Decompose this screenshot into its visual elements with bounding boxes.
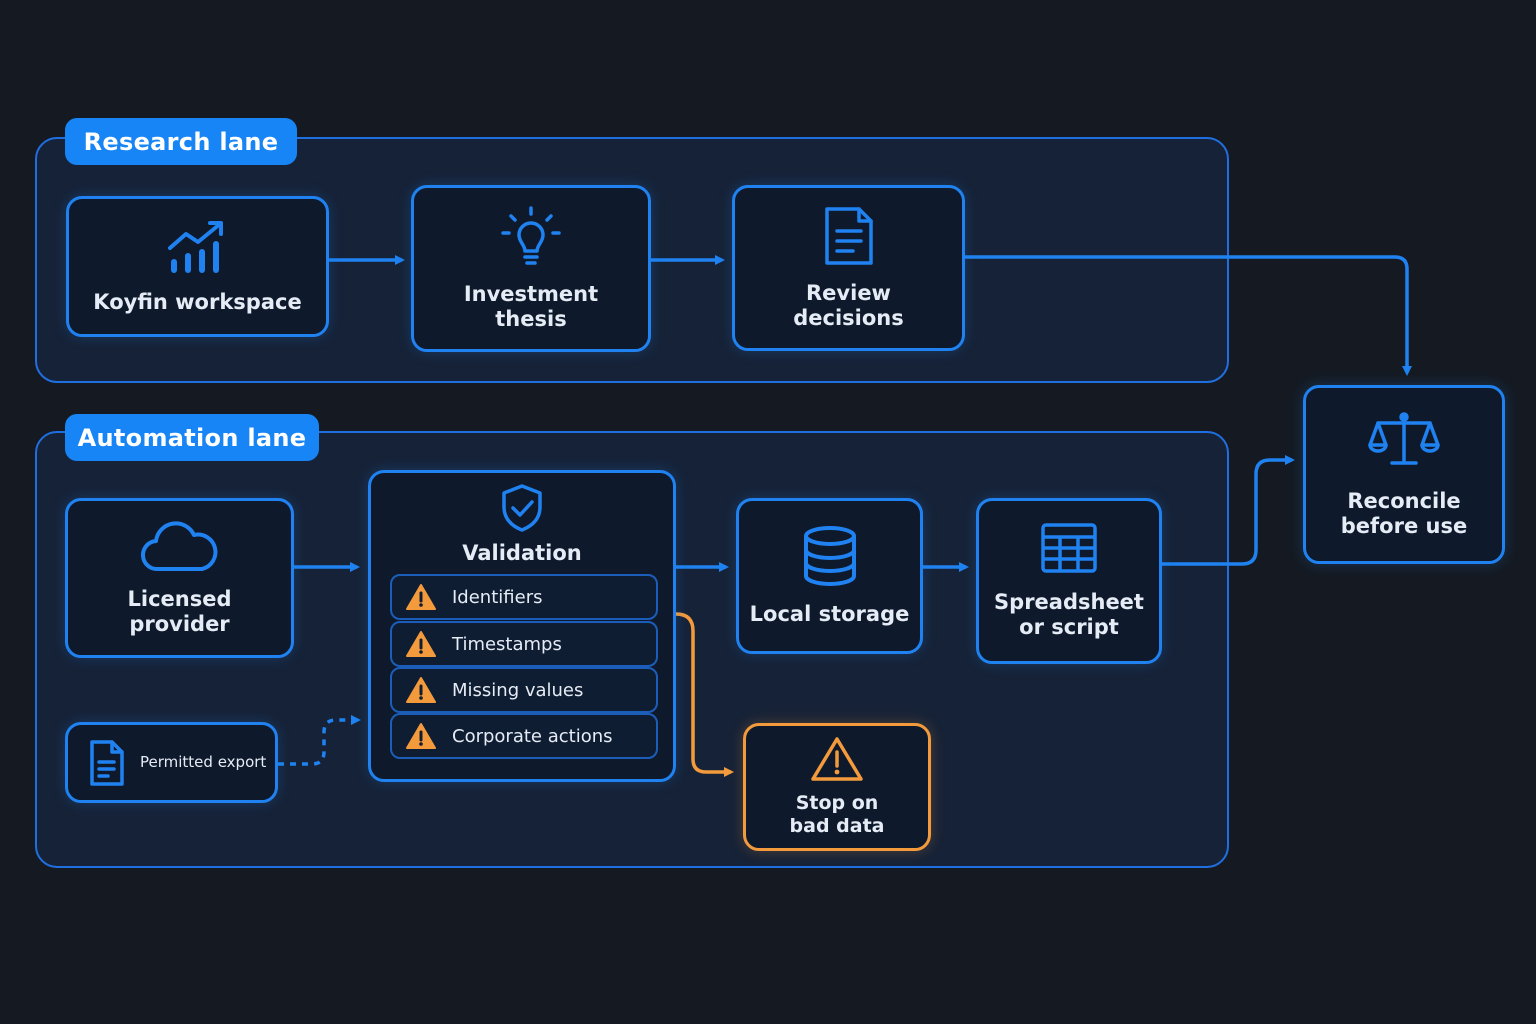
koyfin-workspace-label: Koyfin workspace <box>93 290 302 314</box>
check-identifiers-label: Identifiers <box>452 586 543 608</box>
spreadsheet-script-node: Spreadsheet or script <box>976 498 1162 664</box>
check-corporate-actions: Corporate actions <box>390 713 658 759</box>
check-timestamps: Timestamps <box>390 621 658 667</box>
validation-label: Validation <box>462 541 582 565</box>
lightbulb-icon <box>501 205 561 265</box>
research-lane-label: Research lane <box>65 118 297 165</box>
reconcile-label: Reconcile before use <box>1340 488 1468 538</box>
stop-bad-data-label: Stop on bad data <box>789 792 885 837</box>
database-icon <box>803 525 856 586</box>
warning-icon <box>406 584 436 610</box>
table-grid-icon <box>1041 523 1097 573</box>
koyfin-workspace-node: Koyfin workspace <box>66 196 329 337</box>
permitted-export-label: Permitted export <box>140 753 267 771</box>
check-missing-values: Missing values <box>390 667 658 713</box>
local-storage-node: Local storage <box>736 498 923 654</box>
local-storage-label: Local storage <box>749 601 910 626</box>
check-identifiers: Identifiers <box>390 574 658 620</box>
validation-node: Validation Identifiers Timestamps <box>368 470 676 782</box>
review-decisions-label: Review decisions <box>793 281 904 330</box>
warning-icon <box>811 737 863 781</box>
shield-check-icon <box>502 484 542 532</box>
spreadsheet-script-label: Spreadsheet or script <box>994 590 1144 639</box>
warning-icon <box>406 631 436 657</box>
licensed-provider-node: Licensed provider <box>65 498 294 658</box>
permitted-export-node: Permitted export <box>65 722 278 803</box>
document-icon <box>824 207 873 265</box>
scales-icon <box>1368 411 1440 465</box>
warning-icon <box>406 677 436 703</box>
investment-thesis-label: Investment thesis <box>463 281 599 331</box>
file-icon <box>90 739 124 786</box>
warning-icon <box>406 723 436 749</box>
check-timestamps-label: Timestamps <box>452 633 562 655</box>
review-decisions-node: Review decisions <box>732 185 965 351</box>
licensed-provider-label: Licensed provider <box>127 587 232 636</box>
stop-bad-data-node: Stop on bad data <box>743 723 931 851</box>
investment-thesis-node: Investment thesis <box>411 185 651 352</box>
automation-lane-label: Automation lane <box>65 414 319 461</box>
reconcile-node: Reconcile before use <box>1303 385 1505 564</box>
cloud-icon <box>140 521 217 572</box>
bar-chart-trend-icon <box>167 221 223 273</box>
check-corporate-actions-label: Corporate actions <box>452 725 613 747</box>
check-missing-values-label: Missing values <box>452 679 584 701</box>
